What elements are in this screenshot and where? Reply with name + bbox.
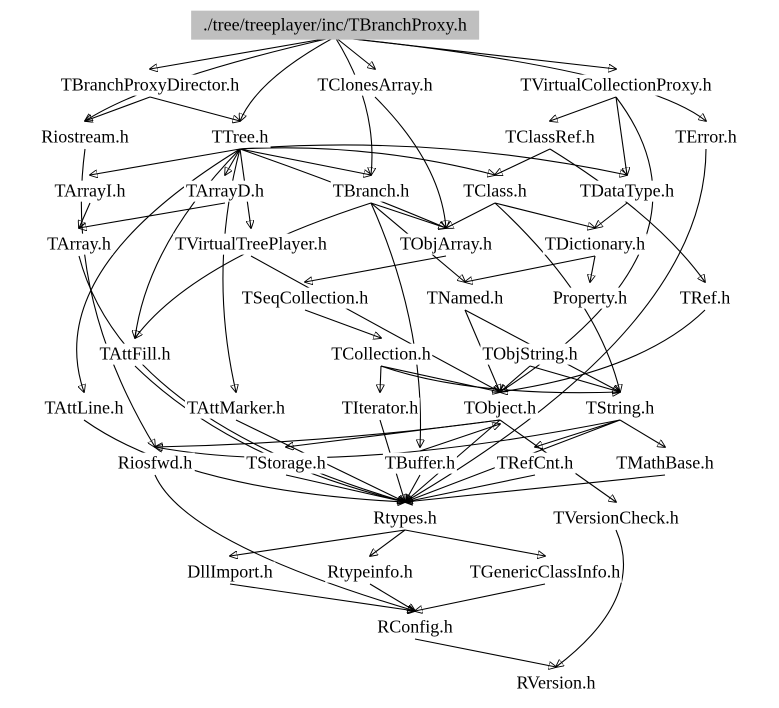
edge-tobject-tstorage xyxy=(286,419,501,447)
edge-rconfig-rversion xyxy=(414,638,556,667)
node-riosfwd[interactable]: Riosfwd.h xyxy=(115,452,195,474)
node-tstorage[interactable]: TStorage.h xyxy=(244,452,328,474)
edge-tclass-tdictionary xyxy=(494,202,595,228)
edge-tattfill-rtypes xyxy=(134,365,405,502)
edge-tstorage-rtypes xyxy=(285,474,405,502)
node-tref[interactable]: TRef.h xyxy=(677,287,733,309)
edge-tvirtualtreeplayer-tobject xyxy=(250,255,500,392)
edge-tbranchproxy-tbranchproxydirector xyxy=(150,36,336,69)
edge-tcollection-tstring xyxy=(380,365,620,393)
node-tnamed[interactable]: TNamed.h xyxy=(424,287,506,309)
edge-tvirtualcollectionproxy-tclassref xyxy=(550,96,617,121)
edge-tarray-rtypes xyxy=(78,255,405,502)
node-tvirtualcollectionproxy[interactable]: TVirtualCollectionProxy.h xyxy=(518,74,714,96)
edge-tstring-riosfwd xyxy=(155,419,621,459)
edge-rtypes-rtypeinfo xyxy=(370,529,406,556)
node-rconfig[interactable]: RConfig.h xyxy=(375,616,455,638)
edge-tbranch-tobjarray xyxy=(370,202,446,228)
edge-tgenericclassinfo-rconfig xyxy=(415,583,546,611)
node-tarray[interactable]: TArray.h xyxy=(45,233,113,255)
node-tobjstring[interactable]: TObjString.h xyxy=(480,343,580,365)
node-tvirtualtreeplayer[interactable]: TVirtualTreePlayer.h xyxy=(173,233,329,255)
edge-rtypeinfo-rconfig xyxy=(369,583,415,611)
edge-tversioncheck-rversion xyxy=(556,529,624,667)
node-tobject[interactable]: TObject.h xyxy=(461,397,539,419)
edge-tvirtualcollectionproxy-tdatatype xyxy=(615,96,627,175)
edge-ttree-tarrayi xyxy=(90,148,241,175)
node-titerator[interactable]: TIterator.h xyxy=(339,397,421,419)
node-tdictionary[interactable]: TDictionary.h xyxy=(542,233,648,255)
edge-tmathbase-rtypes xyxy=(405,474,666,502)
edge-tbranchproxy-tbranch xyxy=(334,36,372,175)
edge-tbranchproxy-terror xyxy=(334,36,706,121)
node-tgenericclassinfo[interactable]: TGenericClassInfo.h xyxy=(467,561,623,583)
edge-tattline-rtypes xyxy=(83,419,405,502)
edge-tarrayd-tarray xyxy=(79,202,226,228)
node-tbranchproxy[interactable]: ./tree/treeplayer/inc/TBranchProxy.h xyxy=(191,10,479,40)
node-terror[interactable]: TError.h xyxy=(673,126,739,148)
node-dllimport[interactable]: DllImport.h xyxy=(185,561,275,583)
node-ttree[interactable]: TTree.h xyxy=(209,126,271,148)
edge-tdatatype-tdictionary xyxy=(595,202,628,228)
node-tclonesarray[interactable]: TClonesArray.h xyxy=(315,74,435,96)
edge-tdictionary-property xyxy=(590,255,596,282)
edge-tclassref-tclass xyxy=(495,148,551,175)
edge-dllimport-rconfig xyxy=(229,583,415,611)
edge-ttree-tattmarker xyxy=(222,148,241,392)
node-rtypeinfo[interactable]: Rtypeinfo.h xyxy=(325,561,415,583)
edge-rtypes-dllimport xyxy=(230,529,406,556)
edge-tcollection-titerator xyxy=(380,365,381,392)
edge-tbuffer-tobject xyxy=(419,424,500,452)
edge-tclonesarray-tobjarray xyxy=(374,96,446,228)
edge-tref-tobject xyxy=(500,309,706,392)
edge-terror-rtypes xyxy=(405,148,707,502)
node-tstring[interactable]: TString.h xyxy=(583,397,657,419)
node-tversioncheck[interactable]: TVersionCheck.h xyxy=(551,507,681,529)
node-trefcnt[interactable]: TRefCnt.h xyxy=(494,452,576,474)
node-tcollection[interactable]: TCollection.h xyxy=(329,343,433,365)
node-tbuffer[interactable]: TBuffer.h xyxy=(382,452,458,474)
edge-tstring-tmathbase xyxy=(619,419,665,447)
edge-rtypes-tgenericclassinfo xyxy=(404,529,545,556)
node-tclassref[interactable]: TClassRef.h xyxy=(503,126,597,148)
node-tattline[interactable]: TAttLine.h xyxy=(42,397,126,419)
edge-tbranchproxydirector-riostream xyxy=(85,96,151,121)
node-tarrayd[interactable]: TArrayD.h xyxy=(183,180,267,202)
node-tobjarray[interactable]: TObjArray.h xyxy=(398,233,494,255)
edge-tseqcollection-tcollection xyxy=(304,309,381,338)
edge-tbranchproxy-tclonesarray xyxy=(334,36,375,69)
edge-trefcnt-rtypes xyxy=(405,474,536,502)
edge-tcollection-tobject xyxy=(380,365,500,392)
node-property[interactable]: Property.h xyxy=(550,287,630,309)
node-rtypes[interactable]: Rtypes.h xyxy=(371,507,439,529)
edge-tclassref-tref xyxy=(549,148,705,282)
edge-tobjarray-tseqcollection xyxy=(305,255,447,282)
edge-tbranch-tbuffer xyxy=(370,202,421,447)
node-tbranch[interactable]: TBranch.h xyxy=(330,180,412,202)
node-riostream[interactable]: Riostream.h xyxy=(39,126,131,148)
edge-tclass-tobjarray xyxy=(446,202,496,228)
edge-tdictionary-tnamed xyxy=(465,255,596,282)
node-rversion[interactable]: RVersion.h xyxy=(514,672,598,694)
edge-tobjstring-tobject xyxy=(500,365,531,392)
edge-tbranchproxy-ttree xyxy=(240,36,336,121)
node-tbranchproxydirector[interactable]: TBranchProxyDirector.h xyxy=(58,74,242,96)
node-tarrayi[interactable]: TArrayI.h xyxy=(52,180,128,202)
node-tseqcollection[interactable]: TSeqCollection.h xyxy=(239,287,371,309)
edge-ttree-tattfill xyxy=(135,148,241,338)
node-tmathbase[interactable]: TMathBase.h xyxy=(614,452,716,474)
edge-ttree-tarrayd xyxy=(225,148,241,175)
node-tattfill[interactable]: TAttFill.h xyxy=(97,343,173,365)
node-tattmarker[interactable]: TAttMarker.h xyxy=(184,397,288,419)
edge-tbranchproxydirector-ttree xyxy=(149,96,240,121)
edge-tbranch-tattfill xyxy=(135,202,372,338)
node-tdatatype[interactable]: TDataType.h xyxy=(577,180,677,202)
node-tclass[interactable]: TClass.h xyxy=(461,180,529,202)
edge-ttree-tbranch xyxy=(239,148,371,175)
edge-tobjstring-tstring xyxy=(529,365,620,392)
edge-riosfwd-rconfig xyxy=(154,474,415,611)
edge-ttree-tclass xyxy=(239,147,495,175)
